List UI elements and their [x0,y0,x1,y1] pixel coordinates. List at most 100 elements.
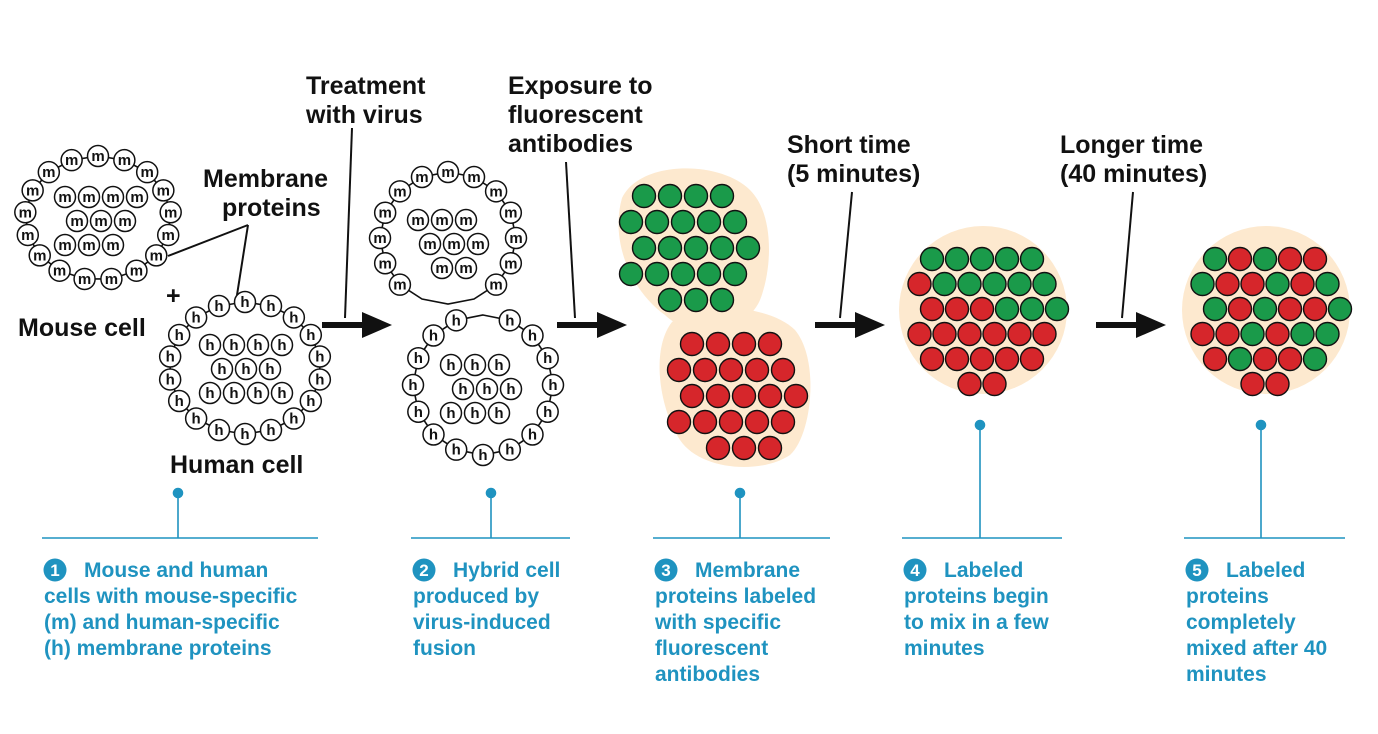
red-labeled-protein [1190,321,1215,347]
red-labeled-protein [969,296,995,322]
human-protein: h [299,323,323,347]
step-caption-line: fusion [413,637,476,660]
red-labeled-protein [718,409,744,435]
mouse-protein: m [48,259,71,282]
step-number: 2 [419,561,428,580]
pointer-treatment [344,127,353,319]
red-labeled-protein [757,383,783,409]
svg-text:h: h [306,327,315,344]
arrow-3 [815,312,885,338]
green-labeled-protein [722,261,748,287]
hybrid-mouse-protein: m [418,232,442,256]
step-caption-line: virus-induced [413,611,551,634]
svg-text:m: m [509,230,522,247]
red-labeled-protein [679,331,705,357]
svg-text:h: h [265,361,274,378]
hybrid-mouse-protein: m [430,256,454,280]
hybrid-mouse-protein: m [388,180,412,203]
hybrid-human-protein: h [536,346,559,370]
svg-text:h: h [192,411,201,428]
svg-text:h: h [229,337,238,354]
green-labeled-protein [1007,271,1032,297]
svg-text:h: h [289,411,298,428]
green-labeled-protein [657,287,683,313]
svg-text:h: h [214,422,223,439]
red-labeled-protein [1290,271,1315,297]
hybrid-human-protein: h [401,373,425,397]
svg-text:h: h [505,312,514,329]
hybrid-mouse-protein: m [484,180,508,203]
svg-text:m: m [467,169,480,186]
red-labeled-protein [957,371,982,397]
green-labeled-protein [1290,321,1315,347]
human-protein: h [246,381,270,405]
mouse-protein: m [159,201,182,224]
hybrid-mouse-protein: m [368,226,392,250]
step-caption-line: Labeled [1226,559,1305,582]
svg-text:m: m [58,237,71,254]
human-protein: h [246,333,270,357]
svg-text:m: m [141,164,154,181]
red-labeled-protein [957,321,982,347]
green-labeled-protein [1240,321,1265,347]
mouse-protein: m [77,185,101,209]
mouse-protein: m [152,179,175,202]
svg-text:h: h [175,393,184,410]
human-protein: h [282,407,306,430]
red-labeled-protein [907,321,932,347]
svg-text:h: h [543,404,552,421]
svg-text:m: m [150,247,163,264]
red-labeled-protein [757,331,783,357]
red-labeled-protein [705,331,731,357]
svg-text:h: h [482,381,491,398]
svg-text:m: m [489,277,502,294]
green-labeled-protein [709,235,735,261]
human-protein: h [270,333,294,357]
svg-text:m: m [447,236,460,253]
exposure-label-line1: Exposure to [508,72,652,100]
svg-text:h: h [217,361,226,378]
svg-text:h: h [429,426,438,443]
svg-text:m: m [471,236,484,253]
green-labeled-protein [1315,321,1340,347]
caption-connectors [42,419,1345,539]
mouse-protein: m [28,244,51,267]
hybrid-human-protein: h [444,438,468,461]
svg-text:m: m [105,271,118,288]
svg-text:m: m [65,152,78,169]
red-labeled-protein [1215,271,1240,297]
svg-text:h: h [315,371,324,388]
mouse-protein: m [113,209,137,233]
hybrid-mouse-protein: m [462,165,486,189]
green-labeled-protein [657,183,683,209]
green-labeled-protein [631,183,657,209]
svg-text:h: h [494,357,503,374]
hybrid-mouse-protein: m [454,208,478,232]
svg-text:m: m [130,189,143,206]
human-protein: h [207,294,231,318]
red-labeled-protein [757,435,783,461]
mouse-protein: m [14,201,37,224]
svg-text:m: m [162,227,175,244]
green-labeled-protein [1202,296,1228,322]
svg-text:h: h [266,422,275,439]
human-protein: h [258,357,282,381]
step-caption-line: proteins begin [904,585,1049,608]
red-labeled-protein [666,409,692,435]
human-protein: h [184,407,208,430]
hybrid-human-protein: h [463,353,487,377]
svg-text:h: h [253,385,262,402]
human-protein: h [158,345,182,368]
red-labeled-protein [1007,321,1032,347]
step-caption-line: (h) membrane proteins [44,637,272,660]
svg-text:m: m [91,148,104,165]
svg-text:m: m [393,183,406,200]
svg-text:h: h [528,328,537,345]
mouse-protein: m [101,185,125,209]
hybrid-mouse-protein: m [430,208,454,232]
svg-text:h: h [446,405,455,422]
green-labeled-protein [1265,271,1290,297]
step-caption-line: fluorescent [655,637,768,660]
